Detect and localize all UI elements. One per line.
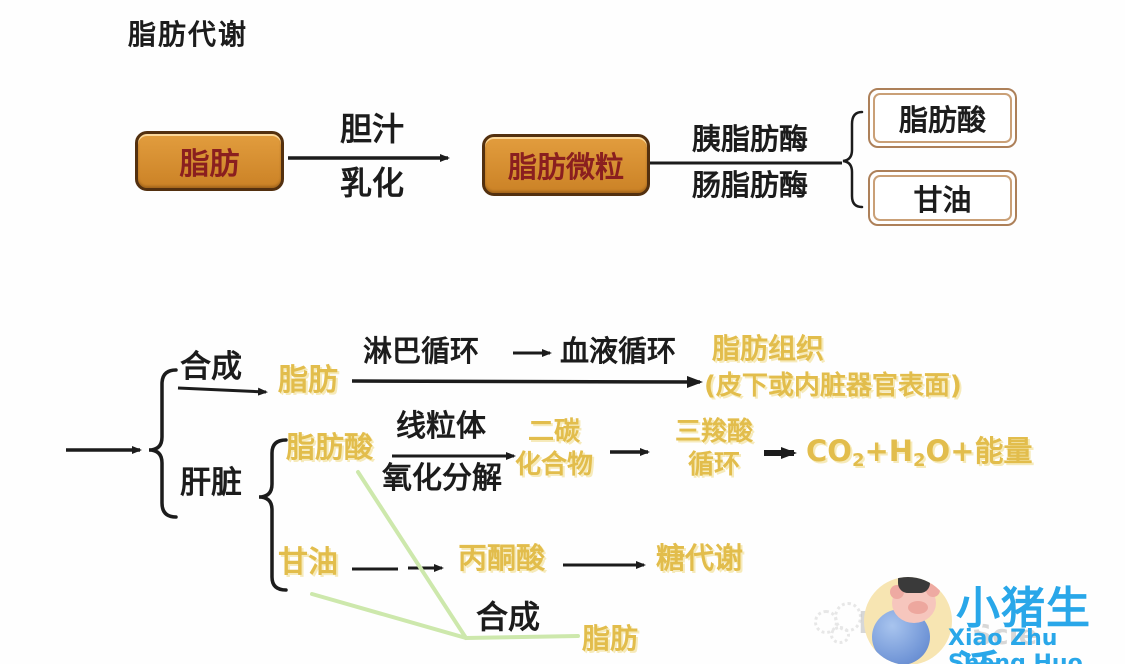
oxidation-label: 氧化分解 — [382, 461, 502, 496]
pig-ear-right — [926, 583, 940, 597]
synthesis-label: 合成 — [180, 349, 242, 385]
energy-formula: CO2+H2O+能量 — [806, 434, 1033, 472]
fat2-label: 脂肪 — [582, 622, 639, 655]
fat-micelle-box: 脂肪微粒 — [482, 134, 650, 196]
pancreatic-lipase-label: 胰脂肪酶 — [691, 122, 808, 156]
energy-h-sub: 2 — [913, 450, 926, 472]
glycerol-box: 甘油 — [868, 170, 1017, 226]
two-carbon-label: 二碳 化合物 — [498, 416, 610, 482]
brand-chinese: 小猪生活 — [956, 583, 1091, 664]
emulsify-label: 乳化 — [339, 164, 404, 202]
pig-cap-shape — [898, 577, 930, 593]
green-line-from-fatty-acid — [356, 470, 468, 640]
page-title: 脂肪代谢 — [128, 18, 249, 51]
brace-liver — [258, 438, 288, 592]
energy-co: CO — [806, 434, 852, 468]
fatty-acid-box: 脂肪酸 — [868, 88, 1017, 148]
watermark-text-right: Scie — [972, 618, 1038, 651]
fat-label: 脂肪 — [278, 363, 338, 398]
green-line-to-fat — [464, 634, 580, 640]
tca-line1: 三羧酸 — [674, 417, 753, 447]
pyruvate-label: 丙酮酸 — [458, 541, 546, 575]
two-carbon-line2: 化合物 — [514, 450, 593, 480]
blood-circulation-label: 血液循环 — [560, 334, 677, 368]
adipose-tissue-label: 脂肪组织 — [712, 332, 825, 365]
bile-label: 胆汁 — [339, 110, 404, 148]
brace-products — [842, 110, 864, 209]
lymph-circulation-label: 淋巴循环 — [363, 334, 480, 368]
synthesis2-label: 合成 — [476, 598, 541, 636]
arrow-fat-to-adipose — [351, 375, 703, 388]
green-line-from-glycerol — [310, 592, 468, 640]
energy-h: +H — [864, 434, 914, 468]
adipose-note-label: (皮下或内脏器官表面) — [704, 371, 962, 401]
arrow-synthesis-to-fat — [177, 386, 268, 396]
glycerol-label: 甘油 — [278, 545, 338, 580]
brand-pinyin: Xiao Zhu Sheng Huo — [948, 626, 1083, 664]
fat-box: 脂肪 — [135, 131, 284, 191]
liver-label: 肝脏 — [180, 465, 242, 501]
tca-cycle-label: 三羧酸 循环 — [658, 416, 770, 482]
mitochondria-label: 线粒体 — [396, 409, 486, 444]
energy-co-sub: 2 — [851, 450, 865, 472]
intestinal-lipase-label: 肠脂肪酶 — [691, 168, 808, 202]
watermark-logo-icon — [812, 600, 862, 644]
brace-main — [148, 368, 178, 519]
energy-tail: O+能量 — [925, 434, 1033, 468]
pig-avatar — [864, 577, 952, 664]
sugar-metabolism-label: 糖代谢 — [656, 541, 744, 575]
two-carbon-line1: 二碳 — [527, 417, 580, 447]
fatty-acid-label: 脂肪酸 — [286, 430, 374, 464]
pig-snout-shape — [908, 601, 928, 614]
tca-line2: 循环 — [687, 450, 740, 480]
